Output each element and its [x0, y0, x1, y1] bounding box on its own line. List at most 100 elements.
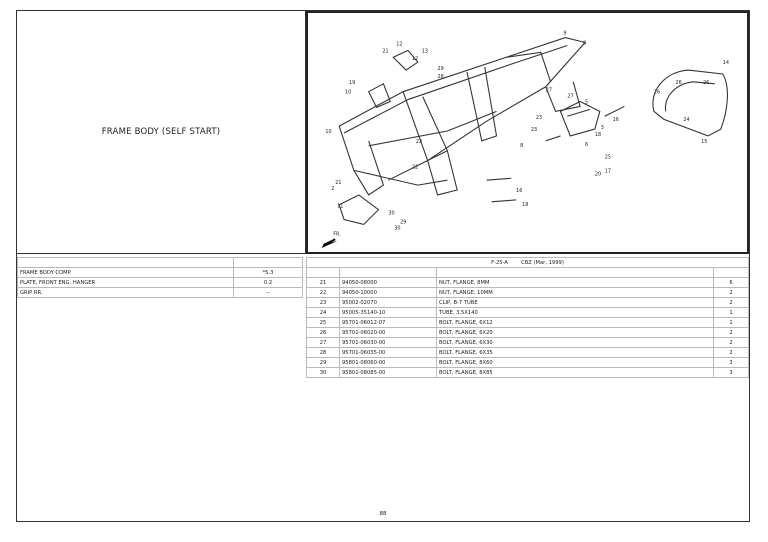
part-number: 95002-02070 — [339, 297, 437, 308]
svg-text:23: 23 — [531, 127, 537, 133]
svg-text:5: 5 — [585, 99, 588, 105]
table-header-row: F-25-A CBZ (Mar, 1999) — [306, 257, 749, 268]
table-row: FRAME BODY COMP. *5.3 — [17, 267, 303, 278]
svg-text:19: 19 — [349, 80, 355, 86]
svg-text:21: 21 — [335, 180, 341, 186]
svg-text:28: 28 — [438, 74, 444, 80]
svg-text:29: 29 — [438, 66, 444, 72]
svg-text:9: 9 — [563, 31, 566, 37]
table-row — [17, 257, 303, 268]
row-value: *5.3 — [233, 267, 303, 278]
left-table: FRAME BODY COMP. *5.3 PLATE, FRONT ENG. … — [17, 257, 303, 298]
svg-text:6: 6 — [585, 142, 588, 148]
svg-text:3: 3 — [601, 125, 604, 131]
svg-text:14: 14 — [723, 60, 729, 66]
part-number: 95701-06012-07 — [339, 317, 437, 328]
svg-text:10: 10 — [325, 129, 331, 135]
part-number: 95701-06030-00 — [339, 337, 437, 348]
svg-text:12: 12 — [412, 56, 418, 62]
model-text: CBZ (Mar, 1999) — [521, 259, 564, 266]
table-row: PLATE, FRONT ENG. HANGER 0.2 — [17, 277, 303, 288]
part-description: TUBE, 3.5X140 — [436, 307, 714, 318]
row-value: 0.2 — [233, 277, 303, 288]
part-qty: 1 — [713, 307, 749, 318]
part-description: BOLT, FLANGE, 8X60 — [436, 357, 714, 368]
svg-text:22: 22 — [412, 164, 418, 170]
ref-number: 29 — [306, 357, 340, 368]
direction-arrow-icon — [321, 238, 338, 249]
ref-number: 21 — [306, 277, 340, 288]
ref-number: 28 — [306, 347, 340, 358]
part-description: BOLT, FLANGE, 6X12 — [436, 317, 714, 328]
part-qty: 1 — [713, 317, 749, 328]
svg-text:8: 8 — [520, 143, 523, 149]
svg-text:16: 16 — [613, 117, 619, 123]
row-name: PLATE, FRONT ENG. HANGER — [17, 277, 234, 288]
part-number: 95801-08085-00 — [339, 367, 437, 378]
ref-number: 30 — [306, 367, 340, 378]
part-qty: 2 — [713, 297, 749, 308]
ref-number: 25 — [306, 317, 340, 328]
part-description: CLIP, B-7 TUBE — [436, 297, 714, 308]
catalog-page: FRAME BODY (SELF START) — [16, 10, 750, 522]
part-number: 95801-08060-00 — [339, 357, 437, 368]
svg-text:17: 17 — [605, 168, 611, 174]
svg-text:26: 26 — [703, 80, 709, 86]
table-row — [306, 267, 749, 278]
part-number: 94050-08000 — [339, 277, 437, 288]
part-qty: 3 — [713, 367, 749, 378]
svg-text:27: 27 — [567, 94, 573, 100]
svg-text:2: 2 — [331, 186, 334, 192]
ref-number: 23 — [306, 297, 340, 308]
part-qty: 6 — [713, 277, 749, 288]
part-qty: 2 — [713, 327, 749, 338]
svg-text:30: 30 — [388, 211, 394, 217]
svg-text:16: 16 — [516, 188, 522, 194]
row-name: GRIP RR. — [17, 287, 234, 298]
part-qty: 3 — [713, 357, 749, 368]
part-description: BOLT, FLANGE, 8X85 — [436, 367, 714, 378]
part-description: NUT, FLANGE, 8MM — [436, 277, 714, 288]
part-number: 95701-06020-00 — [339, 327, 437, 338]
ref-number: 27 — [306, 337, 340, 348]
page-number: 88 — [379, 511, 387, 517]
part-description: NUT, FLANGE, 10MM — [436, 287, 714, 298]
svg-text:25: 25 — [605, 155, 611, 161]
part-description: BOLT, FLANGE, 6X30 — [436, 337, 714, 348]
svg-text:12: 12 — [396, 41, 402, 47]
ref-number: 22 — [306, 287, 340, 298]
ref-number: 24 — [306, 307, 340, 318]
svg-text:18: 18 — [595, 132, 601, 138]
diagram-caption: F-25-A — [491, 259, 508, 266]
svg-text:13: 13 — [422, 48, 428, 54]
part-description: BOLT, FLANGE, 6X20 — [436, 327, 714, 338]
ref-number: 26 — [306, 327, 340, 338]
svg-text:26: 26 — [676, 80, 682, 86]
svg-text:26: 26 — [654, 90, 660, 96]
svg-text:29: 29 — [400, 219, 406, 225]
svg-text:21: 21 — [382, 48, 388, 54]
svg-text:30: 30 — [394, 225, 400, 231]
svg-text:22: 22 — [416, 139, 422, 145]
svg-text:8: 8 — [583, 40, 586, 46]
row-name: FRAME BODY COMP. — [17, 267, 234, 278]
svg-text:18: 18 — [522, 202, 528, 208]
part-number: 94050-10000 — [339, 287, 437, 298]
part-qty: 2 — [713, 347, 749, 358]
part-qty: 2 — [713, 287, 749, 298]
part-number: 95701-06035-00 — [339, 347, 437, 358]
part-number: 95005-35140-10 — [339, 307, 437, 318]
direction-label: FR. — [333, 231, 341, 237]
part-description: BOLT, FLANGE, 6X35 — [436, 347, 714, 358]
